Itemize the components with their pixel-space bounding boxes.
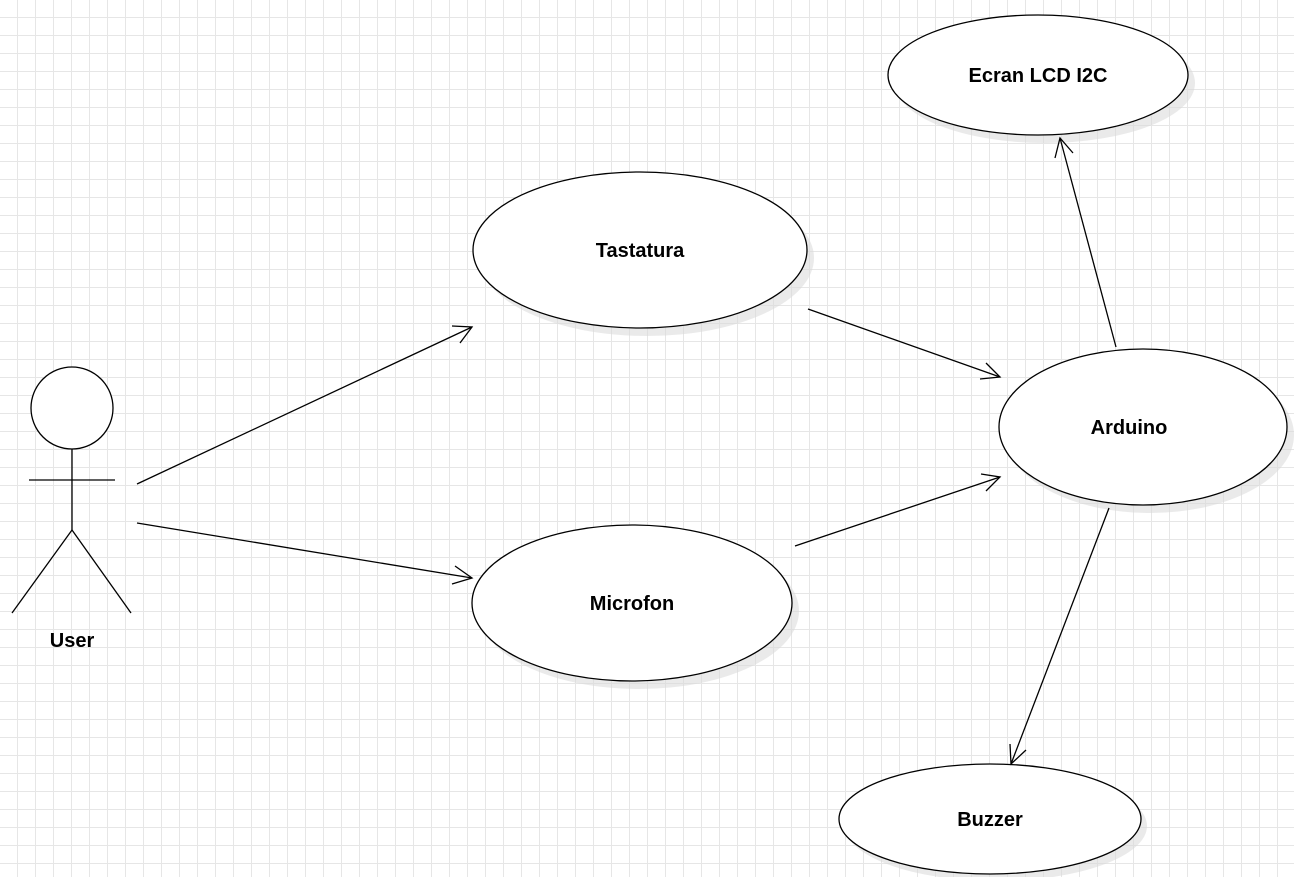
edge-line: [794, 476, 1001, 547]
edge-line: [1059, 137, 1117, 348]
usecase-ecran-lcd-i2c[interactable]: Ecran LCD I2C: [887, 14, 1195, 143]
usecase-ellipse: [998, 348, 1288, 506]
edge-user-tastatura[interactable]: [136, 325, 474, 485]
usecase-ellipse: [472, 171, 808, 329]
usecase-label-tastatura: Tastatura: [596, 240, 685, 262]
edge-tastatura-arduino[interactable]: [807, 308, 1002, 380]
edge-line: [136, 326, 473, 485]
usecase-tastatura[interactable]: Tastatura: [472, 171, 814, 336]
usecase-ellipse: [838, 763, 1142, 875]
actor-right-leg: [71, 529, 132, 614]
usecase-ellipse: [887, 14, 1189, 136]
usecase-arduino[interactable]: Arduino: [998, 348, 1294, 513]
actor-user[interactable]: User: [11, 366, 132, 652]
usecase-label-arduino: Arduino: [1091, 417, 1168, 439]
arrowhead-icon: [980, 473, 1002, 492]
edge-arduino-ecran[interactable]: [1054, 136, 1117, 348]
usecase-label-microfon: Microfon: [590, 593, 674, 615]
arrowhead-icon: [1054, 136, 1074, 159]
actor-head: [30, 366, 114, 450]
usecase-buzzer[interactable]: Buzzer: [838, 763, 1147, 877]
usecase-microfon[interactable]: Microfon: [471, 524, 799, 689]
usecase-label-buzzer: Buzzer: [957, 809, 1023, 831]
edge-line: [807, 308, 1001, 378]
arrowhead-icon: [1009, 743, 1027, 766]
edge-line: [136, 522, 473, 579]
arrowhead-icon: [451, 565, 474, 585]
edge-user-microfon[interactable]: [136, 522, 474, 585]
edge-line: [1010, 507, 1110, 765]
actor-label: User: [50, 630, 95, 652]
arrowhead-icon: [979, 362, 1002, 380]
arrowhead-icon: [451, 325, 474, 344]
usecase-ellipse: [471, 524, 793, 682]
usecase-label-ecran: Ecran LCD I2C: [969, 65, 1108, 87]
edge-microfon-arduino[interactable]: [794, 473, 1002, 547]
actor-left-leg: [11, 529, 73, 614]
edge-arduino-buzzer[interactable]: [1009, 507, 1110, 766]
